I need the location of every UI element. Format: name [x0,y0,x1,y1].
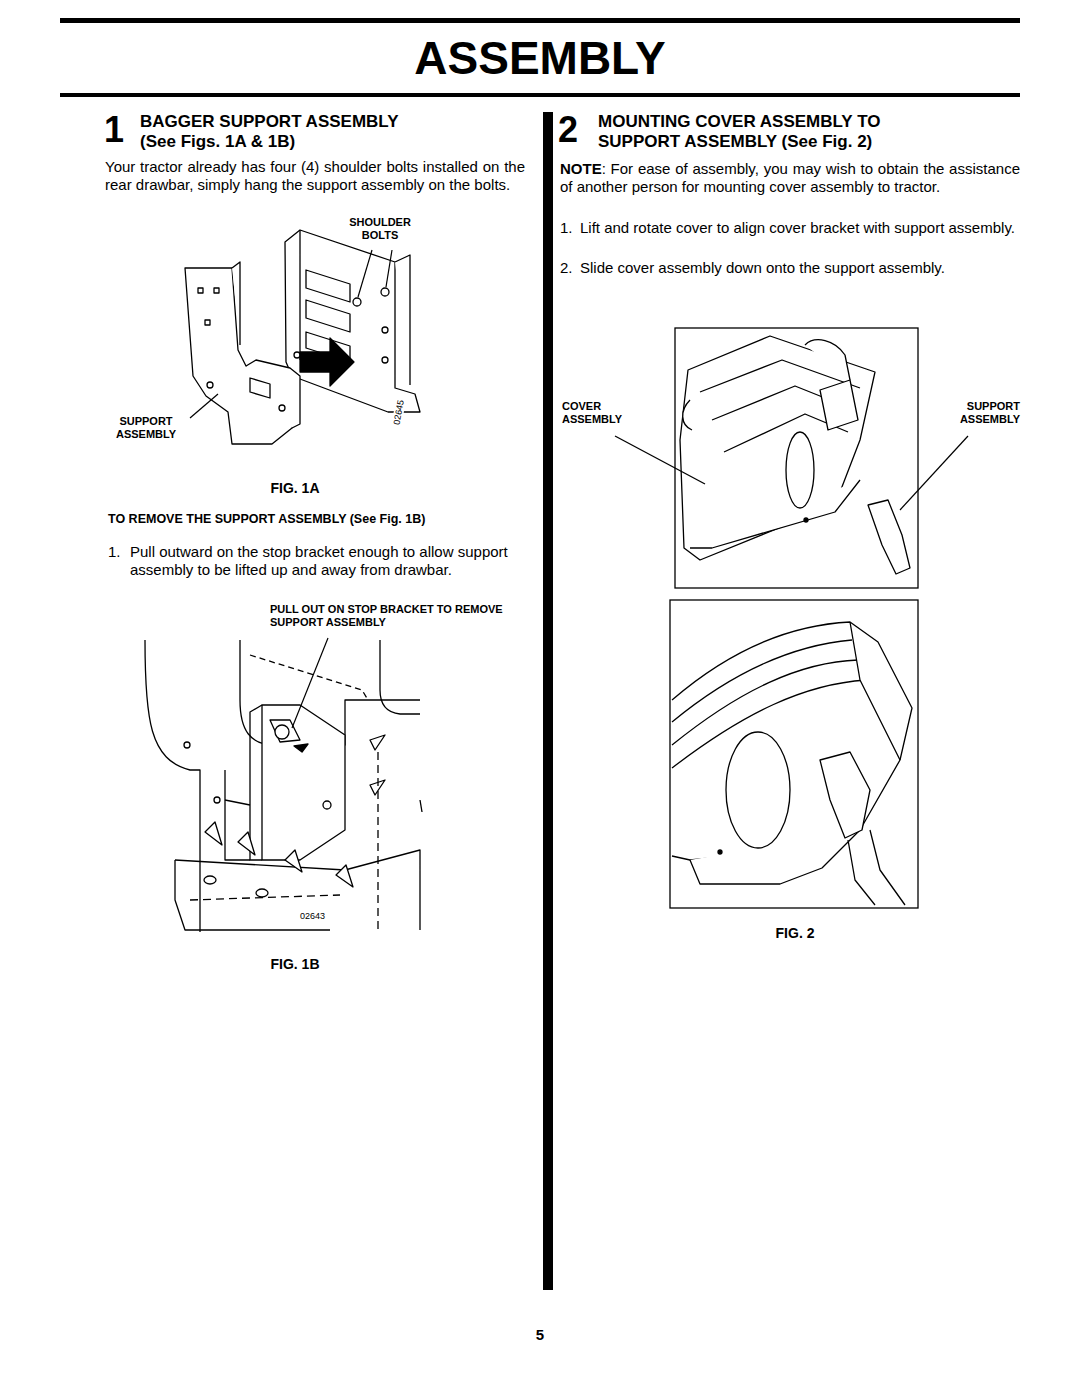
callout-label: SUPPORT ASSEMBLY [116,415,176,440]
text-block: FIG. 1A [245,480,345,496]
header-rule [60,18,1020,23]
figure-caption: FIG. 2 [776,925,815,941]
figure-frame [675,328,918,588]
text-block: MOUNTING COVER ASSEMBLY TO SUPPORT ASSEM… [598,112,943,152]
text-block: Pull outward on the stop bracket enough … [130,543,530,578]
callout-label: PULL OUT ON STOP BRACKET TO REMOVE SUPPO… [270,603,503,628]
text-block: Slide cover assembly down onto the suppo… [580,259,1020,277]
note-text: : For ease of assembly, you may wish to … [560,160,1020,195]
figure-caption: FIG. 1A [270,480,319,496]
section-heading: BAGGER SUPPORT ASSEMBLY (See Figs. 1A & … [140,112,398,151]
header-rule [60,93,1020,97]
figure-frame [670,600,918,908]
section-number: 2 [558,109,578,150]
text-block: NOTE: For ease of assembly, you may wish… [560,160,1020,195]
text-block: FIG. 2 [745,925,845,941]
figure-code: 02643 [300,911,325,921]
step-text: Slide cover assembly down onto the suppo… [580,259,945,276]
text-block: 1. [108,543,128,561]
text-block: FIG. 1B [245,956,345,972]
text-block: 1 [104,108,138,152]
text-block: 2 [558,108,592,152]
fig-1b-illustration [145,640,422,932]
page-number: 5 [536,1326,544,1343]
text-block: Lift and rotate cover to align cover bra… [580,219,1020,237]
text-block: COVER ASSEMBLY [562,400,642,426]
text-block: 5 [520,1326,560,1344]
callout-label: SHOULDER BOLTS [349,216,411,241]
fig-2-illustration [680,336,910,574]
text-block: 2. [560,259,580,277]
note-label: NOTE [560,160,602,177]
callout-label: COVER ASSEMBLY [562,400,622,425]
step-number: 1. [108,543,121,560]
step-text: Lift and rotate cover to align cover bra… [580,219,1015,236]
figure-caption: FIG. 1B [270,956,319,972]
step-number: 2. [560,259,573,276]
text-block: TO REMOVE THE SUPPORT ASSEMBLY (See Fig.… [108,512,528,527]
text-block: 02643 [300,911,340,921]
page-title: ASSEMBLY [0,28,1080,88]
text-block: SHOULDER BOLTS [340,216,420,242]
step-text: Pull outward on the stop bracket enough … [130,543,508,578]
fig-2-illustration [672,622,912,905]
text-block: 1. [560,219,580,237]
section-number: 1 [104,109,124,150]
text-block: SUPPORT ASSEMBLY [938,400,1020,426]
fig-1a-illustration [185,230,420,444]
step-number: 1. [560,219,573,236]
leader-line [615,436,968,510]
leader-line [190,250,392,418]
text-block: PULL OUT ON STOP BRACKET TO REMOVE SUPPO… [270,603,520,629]
text-block: BAGGER SUPPORT ASSEMBLY (See Figs. 1A & … [140,112,430,152]
column-divider [543,112,553,1290]
subheading: TO REMOVE THE SUPPORT ASSEMBLY (See Fig.… [108,512,425,526]
section-heading: MOUNTING COVER ASSEMBLY TO SUPPORT ASSEM… [598,112,880,151]
callout-label: SUPPORT ASSEMBLY [960,400,1020,425]
body-text: Your tractor already has four (4) should… [105,158,525,193]
text-block: SUPPORT ASSEMBLY [106,415,186,441]
text-block: Your tractor already has four (4) should… [105,158,525,193]
leader-line [292,638,328,728]
